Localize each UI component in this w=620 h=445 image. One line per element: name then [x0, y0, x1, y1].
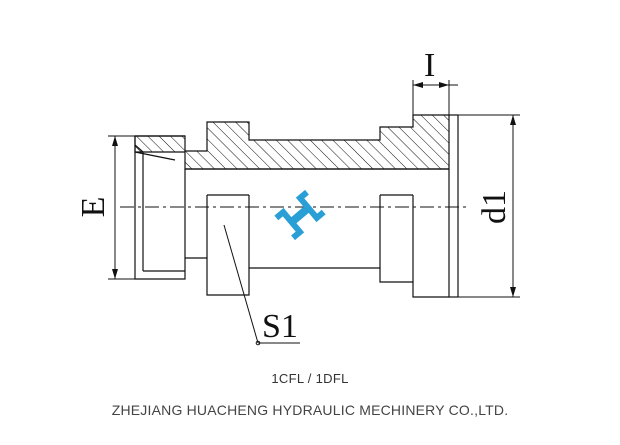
label-i: I [424, 47, 435, 84]
label-d1: d1 [476, 190, 513, 224]
dimension-i [412, 80, 458, 115]
company-logo [274, 189, 326, 241]
label-s1: S1 [262, 308, 298, 345]
model-separator: / [303, 371, 316, 386]
company-name: ZHEJIANG HUACHENG HYDRAULIC MECHINERY CO… [111, 402, 509, 418]
label-e: E [75, 197, 112, 218]
model-part-1: 1CFL [271, 371, 304, 386]
upper-section [134, 114, 450, 170]
dimension-d1 [458, 114, 520, 298]
model-part-2: 1DFL [315, 371, 349, 386]
dimension-e [108, 135, 135, 280]
model-label: 1CFL / 1DFL [0, 371, 620, 386]
leader-s1 [223, 224, 300, 346]
